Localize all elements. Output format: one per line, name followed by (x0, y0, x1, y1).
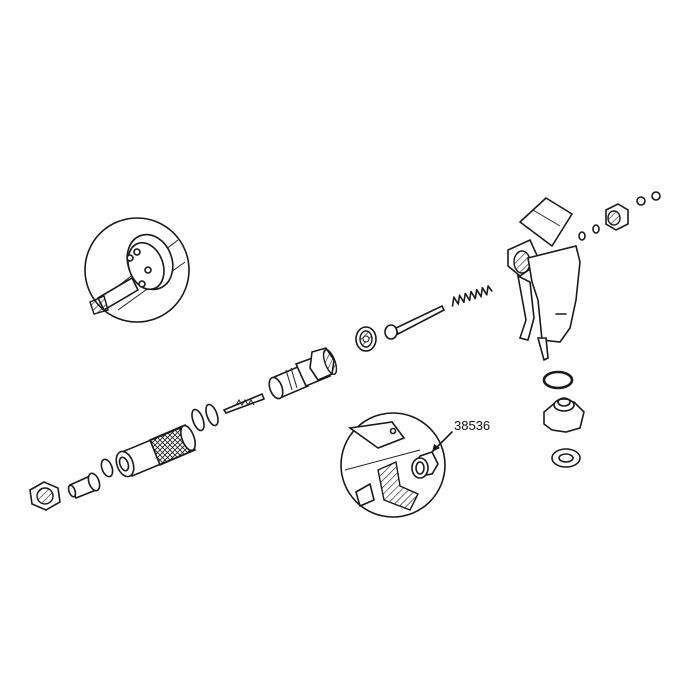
o-ring-1 (191, 408, 205, 432)
hex-nut (29, 481, 61, 511)
packing (355, 326, 377, 352)
needle (222, 392, 266, 414)
o-ring-2 (205, 403, 219, 427)
nozzle-tip (67, 472, 101, 500)
callout-leader (431, 431, 453, 453)
lower-o-ring (542, 370, 574, 390)
inlet-fitting (543, 397, 585, 433)
trigger-fittings (578, 191, 661, 241)
detail-inset-left (84, 217, 190, 323)
spring (451, 285, 493, 307)
valve-body (268, 347, 338, 400)
needle-rod (384, 304, 446, 340)
gun-body (507, 197, 581, 362)
part-number-label: 38536 (454, 418, 491, 433)
detail-inset-right (340, 412, 446, 518)
flat-washer (551, 448, 581, 468)
snap-ring (100, 458, 114, 478)
knurled-barrel (115, 423, 197, 478)
